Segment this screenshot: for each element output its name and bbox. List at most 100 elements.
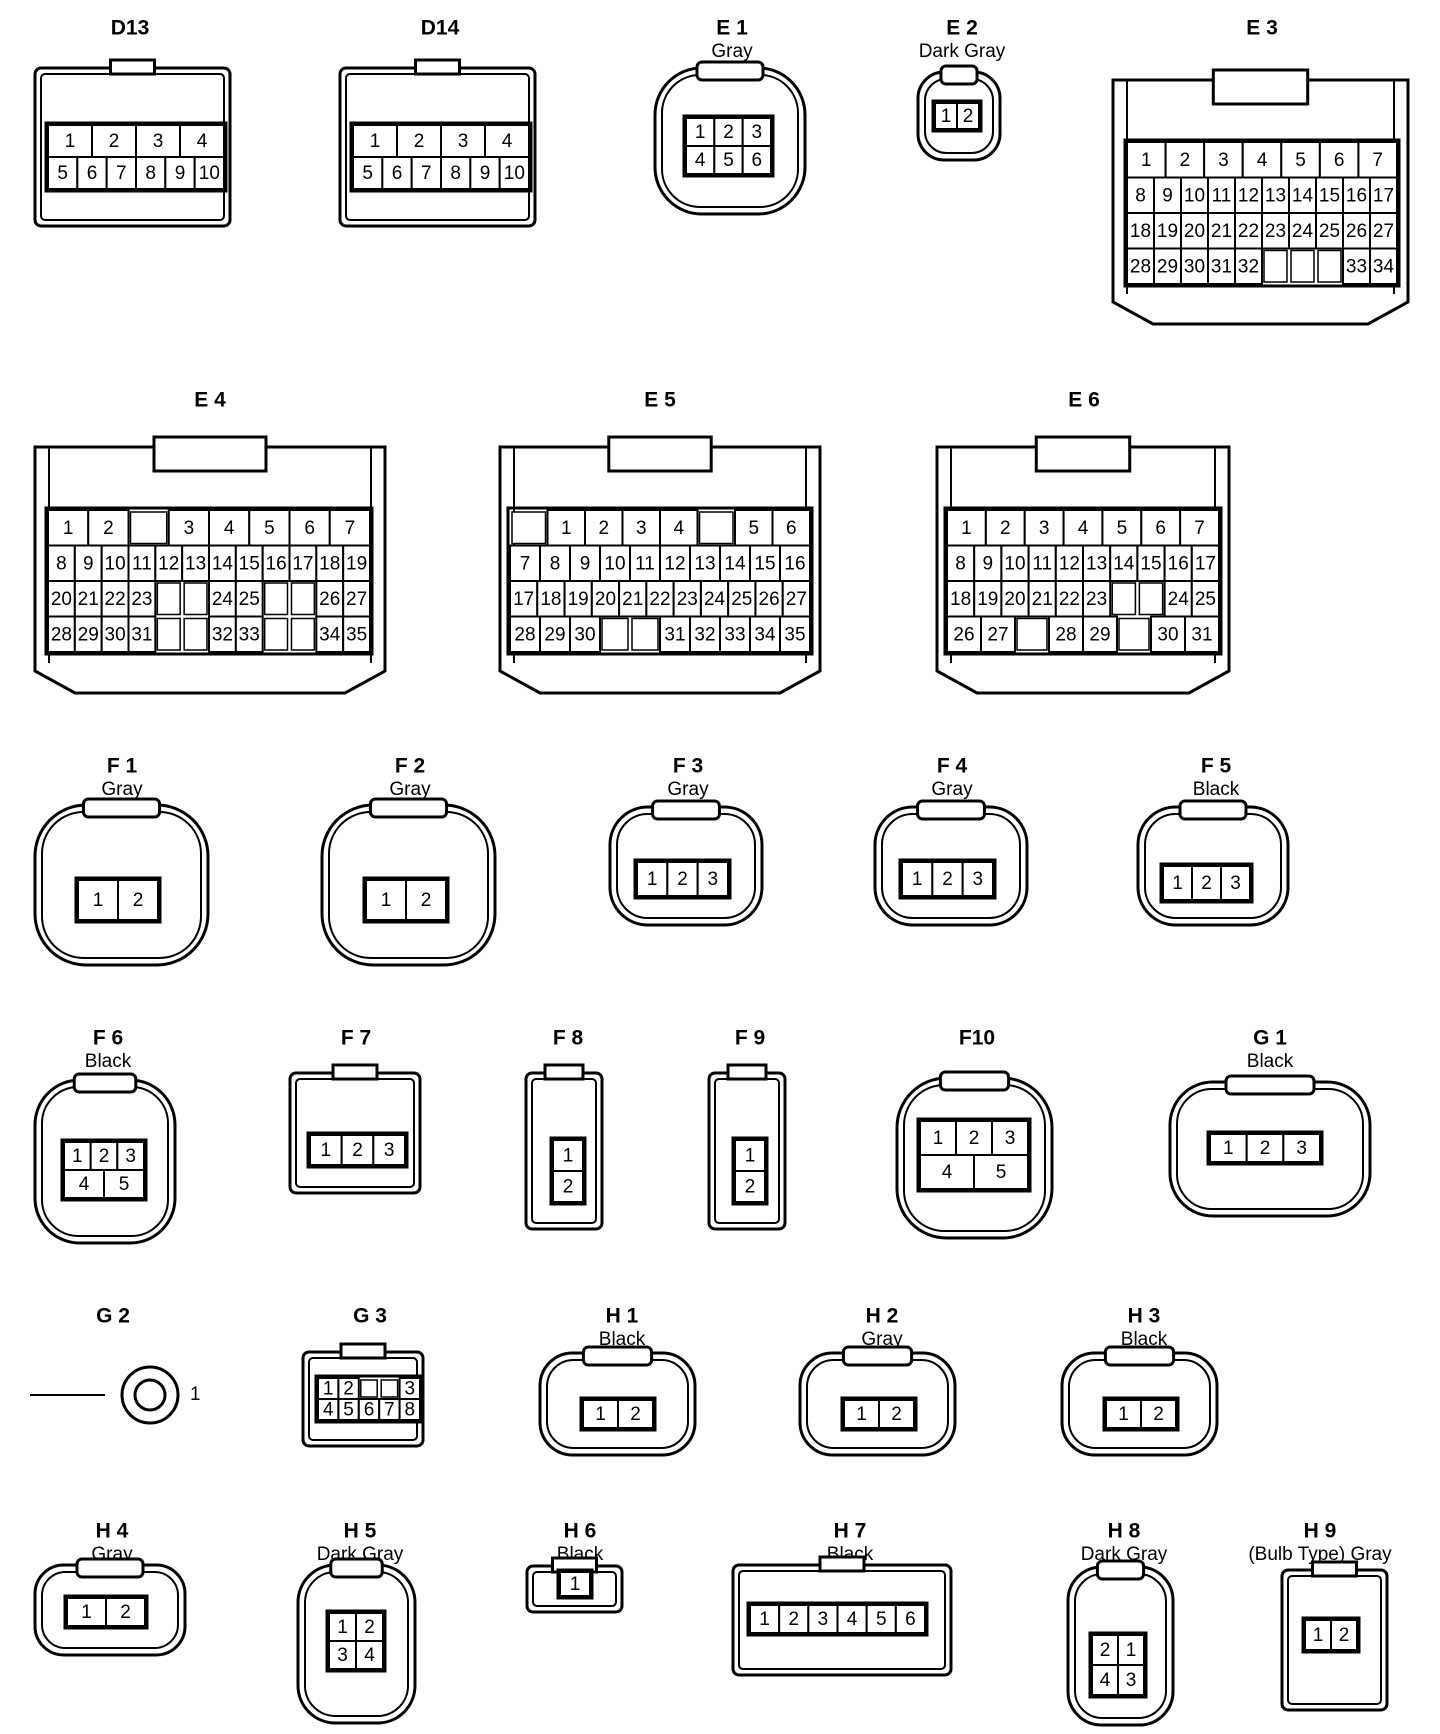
empty-cavity — [129, 511, 168, 545]
pin-1: 1 — [759, 1609, 770, 1630]
connector-code: F 8 — [553, 1026, 584, 1049]
pin-cell — [498, 156, 530, 190]
pin-cell — [1342, 247, 1371, 285]
pin-4: 4 — [847, 1609, 858, 1630]
empty-cavity — [1263, 249, 1288, 283]
pin-24: 24 — [212, 589, 234, 610]
pin-27: 27 — [346, 589, 367, 610]
pin-29: 29 — [1157, 256, 1178, 277]
ring-hole — [133, 1378, 167, 1412]
pin-cell — [1191, 865, 1222, 901]
pin-2: 2 — [343, 1379, 354, 1400]
pin-8: 8 — [450, 163, 461, 184]
pin-cell — [342, 615, 371, 653]
pin-15: 15 — [1319, 185, 1340, 206]
connector-color: Gray — [389, 779, 431, 800]
pin-cell — [103, 1169, 145, 1199]
locking-latch — [329, 1557, 384, 1579]
pin-22: 22 — [1238, 221, 1259, 242]
pin-cell — [1261, 212, 1290, 250]
pin-28: 28 — [1130, 256, 1151, 277]
pin-cell — [1318, 141, 1360, 179]
pin-cell — [372, 1134, 407, 1166]
pin-cell — [536, 580, 566, 618]
pin-cavity-block — [682, 114, 775, 178]
pin-cell — [193, 156, 226, 190]
pin-10: 10 — [1004, 553, 1025, 574]
pin-25: 25 — [239, 589, 260, 610]
pin-9: 9 — [83, 553, 94, 574]
connector-color: Black — [1247, 1051, 1294, 1072]
pin-cell — [1207, 212, 1236, 250]
pin-16: 16 — [1346, 185, 1367, 206]
pin-cell — [234, 615, 264, 653]
pin-3: 3 — [752, 122, 763, 143]
locking-latch — [1311, 1560, 1358, 1578]
pin-cavity-block — [74, 876, 162, 924]
pin-3: 3 — [636, 518, 647, 539]
pin-cell — [901, 861, 934, 897]
pin-cell — [569, 615, 601, 653]
pin-3: 3 — [708, 869, 719, 890]
pin-cell — [288, 544, 318, 582]
empty-cavity — [631, 617, 659, 651]
pin-5: 5 — [264, 518, 275, 539]
pin-cell — [47, 124, 93, 158]
connector-housing — [1111, 78, 1410, 326]
pin-cavity-block — [314, 1374, 424, 1424]
connector-code: H 6 — [564, 1519, 597, 1542]
empty-cavity — [1111, 582, 1137, 616]
pin-cell — [117, 879, 159, 921]
pin-23: 23 — [131, 589, 152, 610]
pin-3: 3 — [125, 1146, 136, 1167]
pin-5: 5 — [876, 1609, 887, 1630]
pin-cavity-block — [362, 876, 450, 924]
pin-cell — [1203, 141, 1244, 179]
empty-cavity — [1016, 617, 1048, 651]
pin-cell — [1105, 1399, 1142, 1429]
locking-latch — [339, 1342, 387, 1360]
pin-cavity-block — [306, 1131, 409, 1169]
pin-cell — [355, 1640, 384, 1670]
pin-cavity-block — [1301, 1616, 1361, 1654]
connector-code: H 2 — [866, 1304, 899, 1327]
pin-cell — [1082, 615, 1118, 653]
pin-cell — [342, 544, 371, 582]
pin-3: 3 — [1296, 1138, 1307, 1159]
locking-latch — [72, 1072, 138, 1094]
locking-latch — [1211, 68, 1310, 106]
pin-26: 26 — [1346, 221, 1367, 242]
pin-cell — [484, 124, 530, 158]
empty-cavity — [290, 617, 316, 651]
pin-2: 2 — [133, 890, 144, 911]
pin-9: 9 — [580, 553, 591, 574]
pin-17: 17 — [513, 589, 534, 610]
pin-cell — [1180, 212, 1209, 250]
pin-cell — [1153, 247, 1182, 285]
connector-color: Gray — [861, 1329, 903, 1350]
pin-cell — [1048, 615, 1084, 653]
pin-4: 4 — [197, 131, 208, 152]
pin-2: 2 — [788, 1609, 799, 1630]
locking-latch — [109, 58, 156, 76]
locking-latch — [1178, 799, 1248, 821]
pin-cell — [410, 156, 442, 190]
pin-31: 31 — [1191, 624, 1212, 645]
pin-1: 1 — [321, 1140, 332, 1161]
pin-6: 6 — [905, 1609, 916, 1630]
pin-17: 17 — [1373, 185, 1394, 206]
empty-cavity — [183, 617, 208, 651]
pin-cell — [261, 544, 291, 582]
pin-9: 9 — [480, 163, 491, 184]
pin-cell — [1054, 580, 1085, 618]
pin-2: 2 — [963, 106, 974, 127]
pin-cell — [584, 509, 624, 547]
connector-code: H 7 — [834, 1519, 867, 1542]
pin-5: 5 — [723, 150, 734, 171]
pin-cell — [76, 156, 108, 190]
pin-3: 3 — [1039, 518, 1050, 539]
pin-cavity-block — [506, 506, 814, 656]
connector-code: F 1 — [107, 754, 138, 777]
pin-26: 26 — [759, 589, 780, 610]
